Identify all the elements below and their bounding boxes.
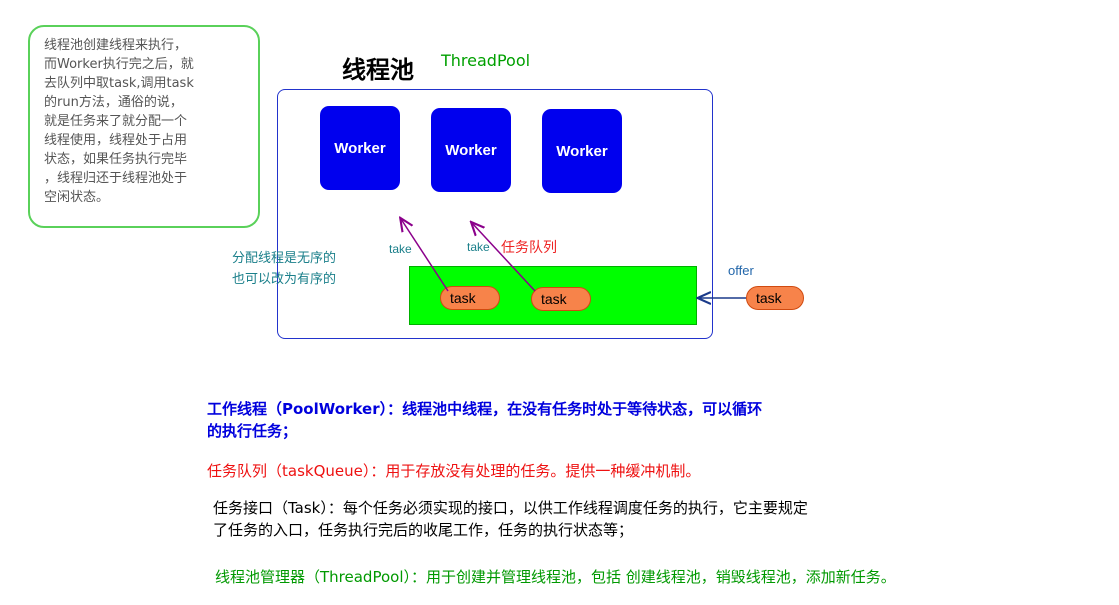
note-line: 空闲状态。 [44, 190, 110, 205]
take-label: take [467, 240, 490, 254]
offer-label: offer [728, 263, 754, 278]
description-line: 了任务的入口，任务执行完后的收尾工作，任务的执行状态等； [213, 521, 634, 539]
note-line: 就是任务来了就分配一个 [44, 114, 188, 129]
thread-pool-manager-description: 线程池管理器（ThreadPool）：用于创建并管理线程池，包括 创建线程池，销… [215, 566, 1095, 588]
note-line: 去队列中取task,调用task [44, 76, 194, 91]
thread-pool-container [277, 89, 713, 339]
description-line: 工作线程（PoolWorker）：线程池中线程，在没有任务时处于等待状态，可以循… [207, 400, 763, 418]
description-line: 任务队列（taskQueue）：用于存放没有处理的任务。提供一种缓冲机制。 [207, 462, 701, 480]
pool-worker-description: 工作线程（PoolWorker）：线程池中线程，在没有任务时处于等待状态，可以循… [207, 398, 967, 442]
description-line: 的执行任务； [207, 422, 298, 440]
take-label: take [389, 242, 412, 256]
queued-task: task [440, 286, 500, 310]
description-line: 任务接口（Task）：每个任务必须实现的接口，以供工作线程调度任务的执行，它主要… [213, 499, 808, 517]
task-queue-description: 任务队列（taskQueue）：用于存放没有处理的任务。提供一种缓冲机制。 [207, 460, 1007, 482]
take-arrow [401, 219, 449, 292]
assignment-note: 分配线程是无序的 也可以改为有序的 [232, 248, 336, 290]
pool-subtitle: ThreadPool [441, 51, 531, 70]
assignment-note-line: 也可以改为有序的 [232, 272, 337, 287]
explanation-note-text: 线程池创建线程来执行， 而Worker执行完之后，就 去队列中取task,调用t… [44, 36, 244, 207]
explanation-note-box [28, 25, 260, 228]
note-line: 而Worker执行完之后，就 [44, 57, 194, 72]
pool-title: 线程池 [342, 56, 414, 84]
take-arrow [472, 223, 536, 292]
task-interface-description: 任务接口（Task）：每个任务必须实现的接口，以供工作线程调度任务的执行，它主要… [213, 497, 983, 541]
note-line: 线程池创建线程来执行， [44, 38, 188, 53]
note-line: 的run方法，通俗的说， [44, 95, 183, 110]
worker-node: Worker [320, 106, 400, 190]
description-line: 线程池管理器（ThreadPool）：用于创建并管理线程池，包括 创建线程池，销… [215, 568, 896, 586]
note-line: 线程使用，线程处于占用 [44, 133, 188, 148]
note-line: ，线程归还于线程池处于 [44, 171, 188, 186]
queued-task: task [531, 287, 591, 311]
incoming-task: task [746, 286, 804, 310]
note-line: 状态，如果任务执行完毕 [44, 152, 188, 167]
worker-node: Worker [542, 109, 622, 193]
task-queue-label: 任务队列 [501, 240, 557, 256]
worker-node: Worker [431, 108, 511, 192]
assignment-note-line: 分配线程是无序的 [232, 251, 337, 266]
